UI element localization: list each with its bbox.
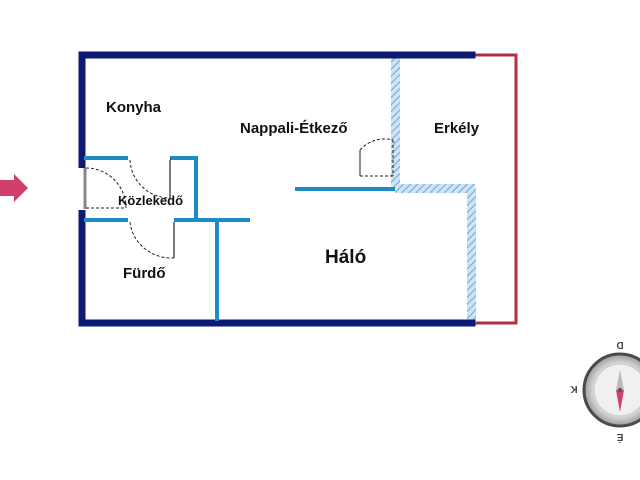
room-label-halo: Háló (325, 247, 366, 268)
balcony-window-vertical (391, 56, 400, 189)
bedroom-window-vertical (467, 188, 476, 323)
room-label-konyha: Konyha (106, 99, 162, 116)
compass-north: É (616, 431, 623, 444)
compass-east: K (570, 383, 578, 394)
room-label-erkely: Erkély (434, 120, 480, 137)
balcony-railing (472, 53, 518, 325)
balcony-door (359, 138, 394, 177)
entrance-arrow-icon (0, 174, 28, 202)
bathroom-door (128, 218, 175, 259)
inner-walls (84, 156, 395, 321)
compass-south: D (616, 339, 623, 350)
room-label-nappali: Nappali-Étkező (240, 120, 348, 137)
balcony-window-horizontal (395, 184, 475, 193)
entrance-door-opening (78, 168, 86, 210)
hall-door (128, 156, 171, 199)
room-label-furdo: Fürdő (123, 265, 166, 282)
entrance-door-swing (85, 167, 127, 209)
compass-icon: D É K (570, 339, 640, 444)
room-label-kozlekedo: Közlekedő (118, 193, 183, 208)
